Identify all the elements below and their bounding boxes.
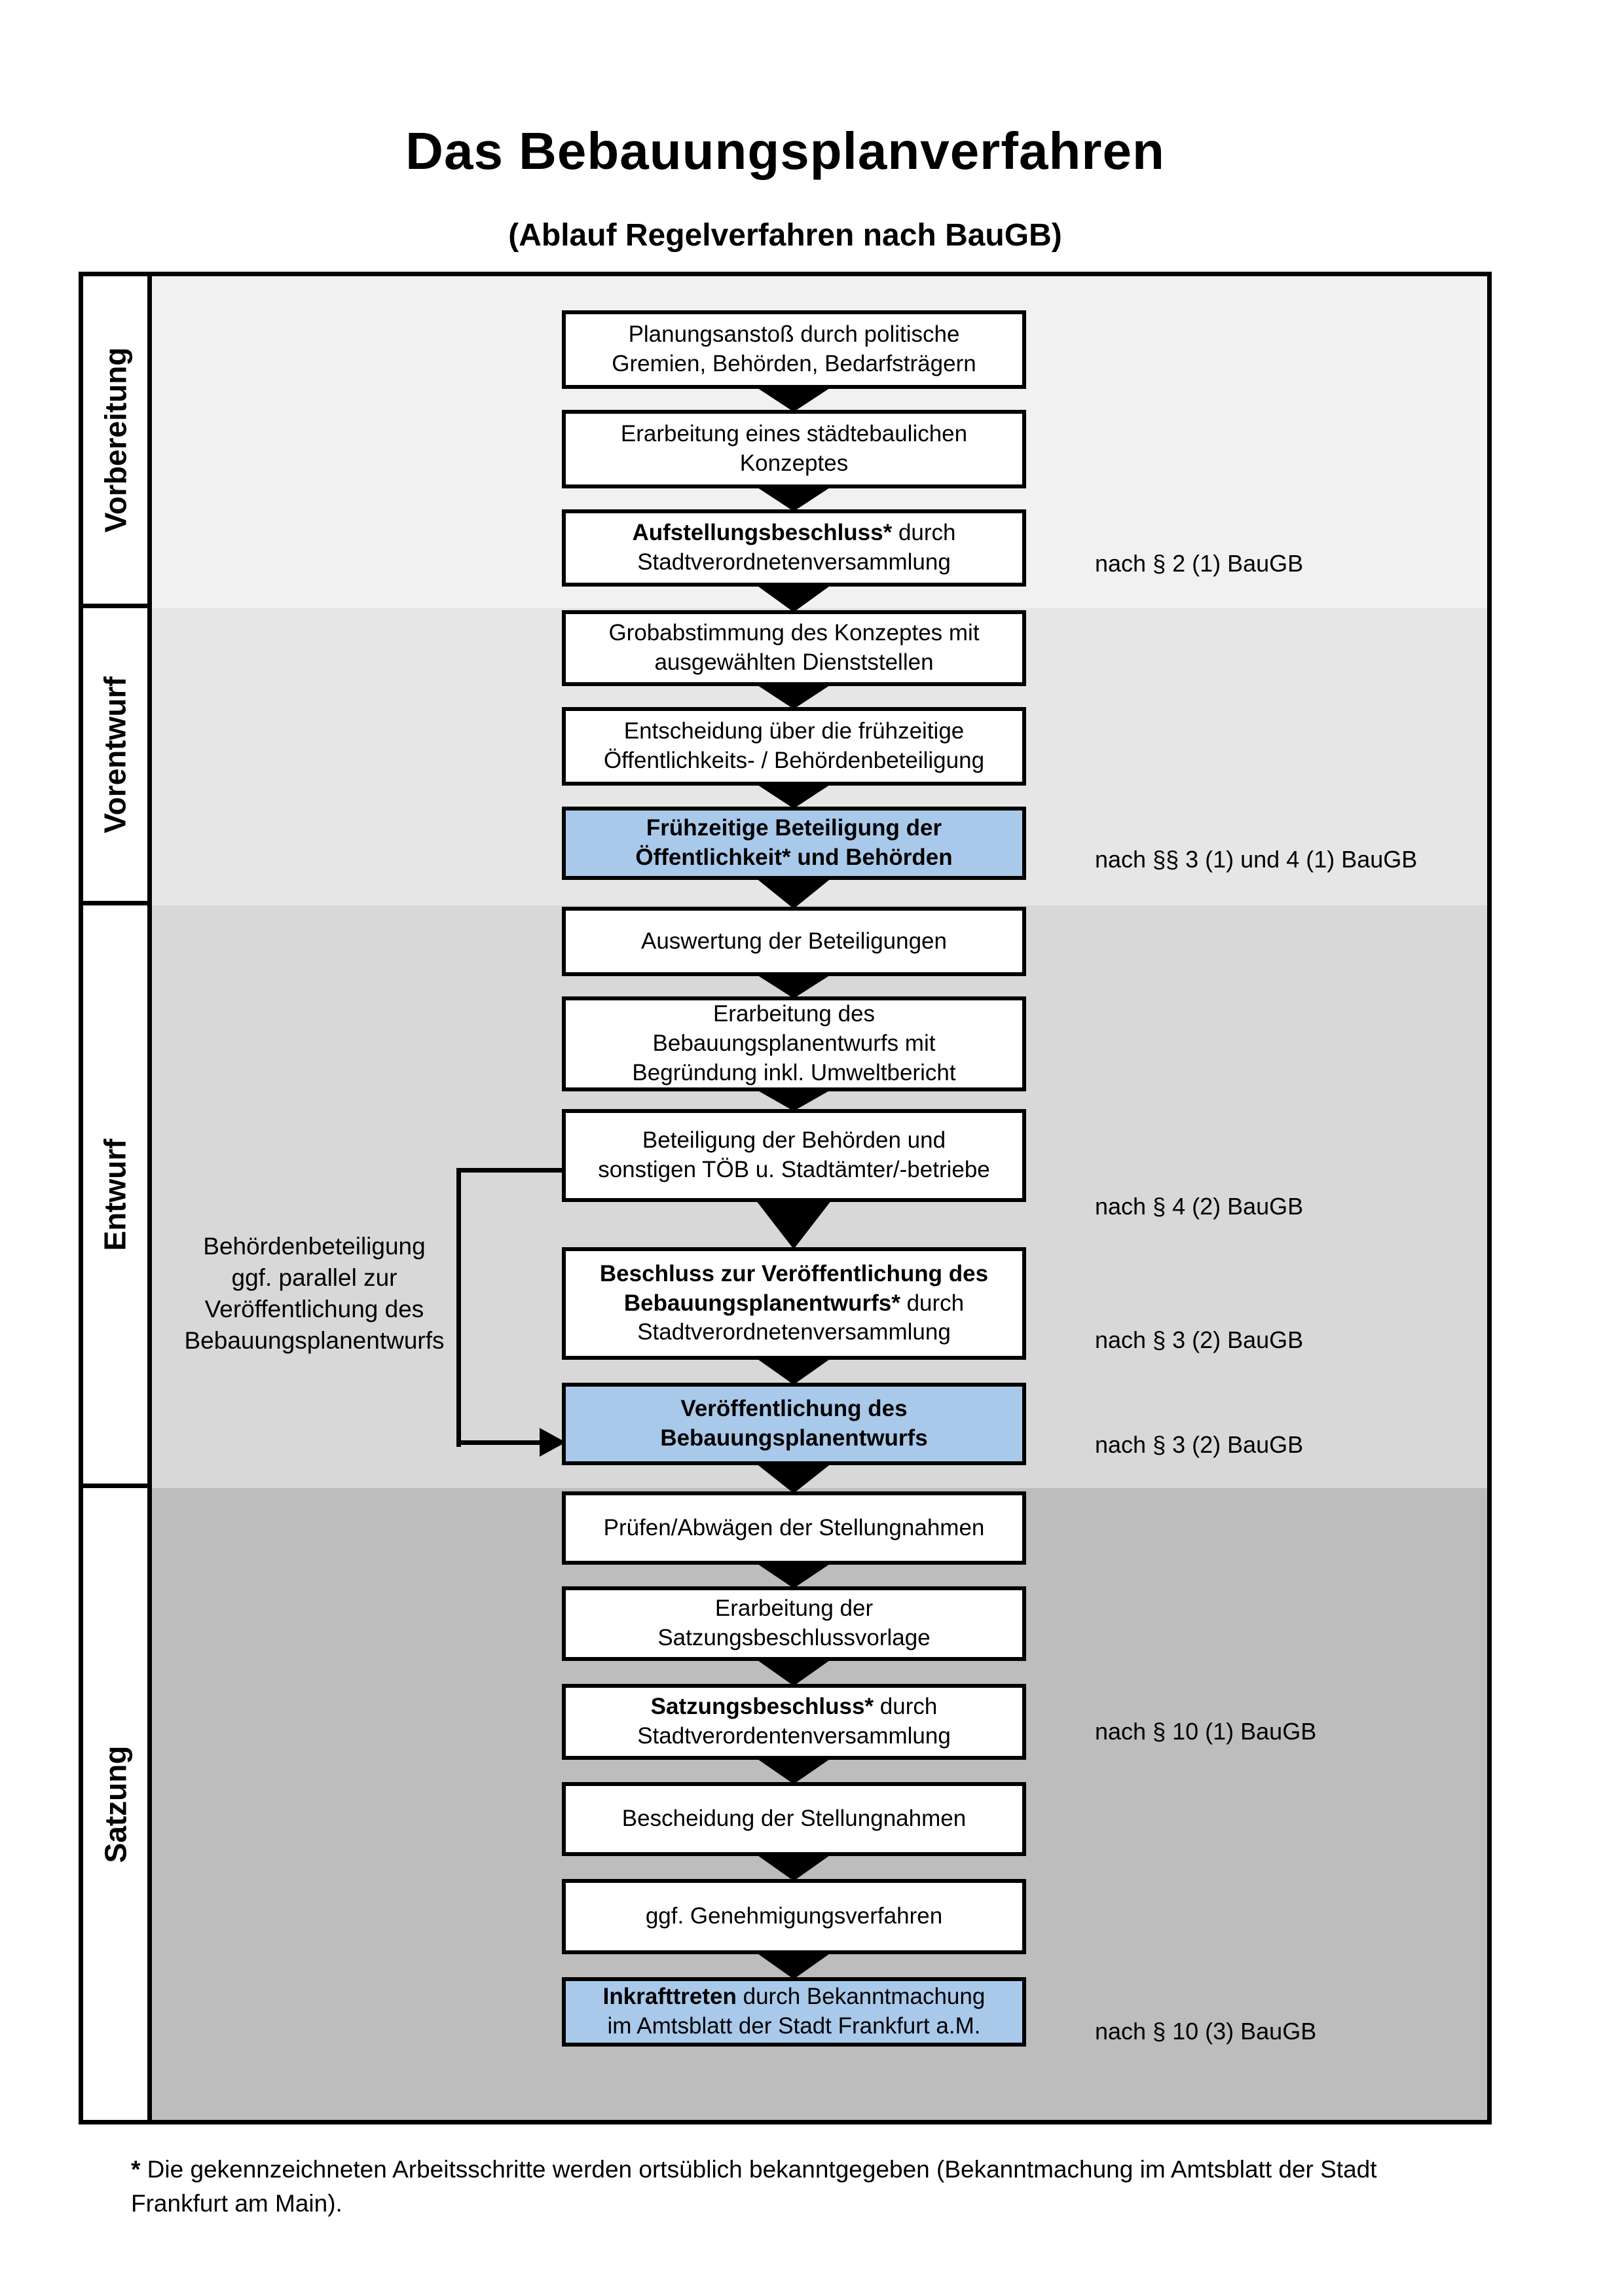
flow-box-regular-text: Auswertung der Beteiligungen [641, 928, 947, 954]
flow-box-satzungsbeschluss: Satzungsbeschluss* durch Stadtverordente… [562, 1684, 1026, 1760]
flow-box-veroeffentlichung-entwurf: Veröffentlichung des Bebauungsplanentwur… [562, 1383, 1026, 1465]
flow-box-text: Beschluss zur Veröffentlichung des Bebau… [566, 1260, 1022, 1347]
flow-box-regular-text: ggf. Genehmigungsverfahren [645, 1903, 943, 1929]
legal-reference-1: nach § 2 (1) BauGB [1095, 550, 1304, 577]
flow-box-text: Planungsanstoß durch politische Gremien,… [566, 320, 1022, 379]
legal-reference-5: nach § 3 (2) BauGB [1095, 1431, 1304, 1458]
flow-box-text: Beteiligung der Behörden und sonstigen T… [566, 1126, 1022, 1185]
flow-box-regular-text: Grobabstimmung des Konzeptes mit ausgewä… [608, 620, 980, 675]
phase-cell-vorentwurf: Vorentwurf [83, 608, 147, 905]
flow-box-bold-text: Beschluss zur Veröffentlichung des Bebau… [599, 1260, 989, 1316]
legal-reference-4: nach § 3 (2) BauGB [1095, 1326, 1304, 1353]
flow-box-text: Entscheidung über die frühzeitige Öffent… [566, 717, 1022, 776]
arrow-down-icon [756, 585, 832, 612]
flow-box-auswertung-beteiligungen: Auswertung der Beteiligungen [562, 907, 1026, 976]
arrow-down-icon [756, 1563, 832, 1588]
phase-label-entwurf: Entwurf [98, 1138, 133, 1251]
flow-box-text: Veröffentlichung des Bebauungsplanentwur… [566, 1394, 1022, 1453]
flow-box-regular-text: durch Stadtverordentenversammlung [637, 1694, 951, 1749]
flow-box-text: Erarbeitung der Satzungsbeschlussvorlage [566, 1594, 1022, 1653]
page-subtitle: (Ablauf Regelverfahren nach BauGB) [508, 218, 1062, 253]
arrow-down-icon [756, 1200, 832, 1249]
legal-reference-7: nach § 10 (3) BauGB [1095, 2018, 1317, 2045]
phase-column-divider [147, 276, 152, 2120]
flow-box-text: Grobabstimmung des Konzeptes mit ausgewä… [566, 619, 1022, 678]
arrow-down-icon [756, 1358, 832, 1385]
arrow-down-icon [756, 486, 832, 511]
footnote: * Die gekennzeichneten Arbeitsschritte w… [131, 2153, 1500, 2221]
flow-box-staedtebauliches-konzept: Erarbeitung eines städtebaulichen Konzep… [562, 410, 1026, 488]
legal-reference-6: nach § 10 (1) BauGB [1095, 1718, 1317, 1745]
flow-box-regular-text: Erarbeitung eines städtebaulichen Konzep… [620, 421, 968, 476]
flow-box-text: Erarbeitung des Bebauungsplanentwurfs mi… [566, 1000, 1022, 1087]
flow-box-regular-text: Entscheidung über die frühzeitige Öffent… [603, 718, 985, 773]
flow-box-grobabstimmung: Grobabstimmung des Konzeptes mit ausgewä… [562, 610, 1026, 686]
flow-box-text: Frühzeitige Beteiligung der Öffentlichke… [566, 814, 1022, 873]
flow-box-text: Prüfen/Abwägen der Stellungnahmen [566, 1514, 1022, 1543]
legal-reference-2: nach §§ 3 (1) und 4 (1) BauGB [1095, 846, 1418, 873]
flow-box-text: Bescheidung der Stellungnahmen [566, 1804, 1022, 1834]
flow-box-inkrafttreten: Inkrafttreten durch Bekanntmachung im Am… [562, 1977, 1026, 2047]
flow-box-entscheidung-fruehzeitige-beteiligung: Entscheidung über die frühzeitige Öffent… [562, 707, 1026, 786]
arrow-down-icon [756, 784, 832, 809]
arrow-down-icon [756, 1089, 832, 1111]
arrow-right-icon [540, 1428, 566, 1457]
flow-box-regular-text: Prüfen/Abwägen der Stellungnahmen [603, 1514, 985, 1540]
flow-box-bescheidung-stellungnahmen: Bescheidung der Stellungnahmen [562, 1782, 1026, 1856]
arrow-down-icon [756, 878, 832, 909]
phase-label-satzung: Satzung [98, 1745, 133, 1863]
flow-box-beschluss-veroeffentlichung: Beschluss zur Veröffentlichung des Bebau… [562, 1247, 1026, 1360]
bracket-line-vertical [456, 1168, 461, 1447]
arrow-down-icon [756, 1854, 832, 1881]
phase-cell-satzung: Satzung [83, 1488, 147, 2120]
flow-box-regular-text: Bescheidung der Stellungnahmen [621, 1806, 967, 1832]
page-title: Das Bebauungsplanverfahren [405, 122, 1165, 180]
flow-box-bold-text: Aufstellungsbeschluss* [632, 520, 893, 546]
arrow-down-icon [756, 1952, 832, 1979]
flow-box-beteiligung-behoerden-toeb: Beteiligung der Behörden und sonstigen T… [562, 1109, 1026, 1202]
parallel-procedure-note: Behördenbeteiligung ggf. parallel zur Ve… [184, 1233, 445, 1355]
arrow-down-icon [756, 1758, 832, 1784]
flow-box-text: ggf. Genehmigungsverfahren [566, 1902, 1022, 1931]
flow-box-text: Satzungsbeschluss* durch Stadtverordente… [566, 1692, 1022, 1751]
flow-box-regular-text: durch Stadtverordnetenversammlung [637, 520, 956, 575]
flow-box-bold-text: Inkrafttreten [602, 1984, 737, 2010]
flow-box-bold-text: Satzungsbeschluss* [650, 1694, 874, 1720]
flow-box-genehmigungsverfahren: ggf. Genehmigungsverfahren [562, 1879, 1026, 1954]
flow-box-text: Inkrafttreten durch Bekanntmachung im Am… [566, 1982, 1022, 2041]
flow-box-text: Erarbeitung eines städtebaulichen Konzep… [566, 420, 1022, 479]
flow-box-regular-text: Erarbeitung der Satzungsbeschlussvorlage [657, 1595, 931, 1650]
flow-box-erarbeitung-bebauungsplanentwurf: Erarbeitung des Bebauungsplanentwurfs mi… [562, 996, 1026, 1091]
flow-box-planungsanstoss: Planungsanstoß durch politische Gremien,… [562, 310, 1026, 389]
arrow-down-icon [756, 684, 832, 709]
arrow-down-icon [756, 387, 832, 412]
arrow-down-icon [756, 974, 832, 998]
phase-cell-vorbereitung: Vorbereitung [83, 276, 147, 608]
flow-box-text: Auswertung der Beteiligungen [566, 927, 1022, 957]
flow-box-regular-text: durch Bekanntmachung im Amtsblatt der St… [607, 1984, 986, 2039]
flow-box-pruefen-abwaegen-stellungnahmen: Prüfen/Abwägen der Stellungnahmen [562, 1491, 1026, 1565]
bracket-line-top [456, 1168, 562, 1173]
flow-box-regular-text: Beteiligung der Behörden und sonstigen T… [598, 1127, 990, 1182]
arrow-down-icon [756, 1659, 832, 1686]
flow-box-text: Aufstellungsbeschluss* durch Stadtverord… [566, 519, 1022, 577]
flow-box-erarbeitung-satzungsbeschlussvorlage: Erarbeitung der Satzungsbeschlussvorlage [562, 1586, 1026, 1661]
phase-column: Vorbereitung Vorentwurf Entwurf Satzung [83, 276, 147, 2120]
flow-box-aufstellungsbeschluss: Aufstellungsbeschluss* durch Stadtverord… [562, 509, 1026, 587]
flow-box-fruehzeitige-beteiligung: Frühzeitige Beteiligung der Öffentlichke… [562, 807, 1026, 880]
phase-cell-entwurf: Entwurf [83, 905, 147, 1488]
flow-box-regular-text: Planungsanstoß durch politische Gremien,… [612, 321, 976, 376]
flow-box-regular-text: durch Stadtverordnetenversammlung [637, 1290, 965, 1345]
flow-box-bold-text: Veröffentlichung des Bebauungsplanentwur… [660, 1396, 928, 1451]
bracket-line-bottom [456, 1440, 542, 1445]
arrow-down-icon [756, 1463, 832, 1493]
flow-box-bold-text: Frühzeitige Beteiligung der Öffentlichke… [635, 815, 953, 870]
footnote-text: Die gekennzeichneten Arbeitsschritte wer… [131, 2156, 1377, 2217]
phase-label-vorentwurf: Vorentwurf [98, 676, 132, 833]
legal-reference-3: nach § 4 (2) BauGB [1095, 1193, 1304, 1220]
phase-label-vorbereitung: Vorbereitung [98, 347, 133, 533]
footnote-asterisk: * [131, 2156, 141, 2183]
flow-box-regular-text: Erarbeitung des Bebauungsplanentwurfs mi… [632, 1001, 956, 1085]
